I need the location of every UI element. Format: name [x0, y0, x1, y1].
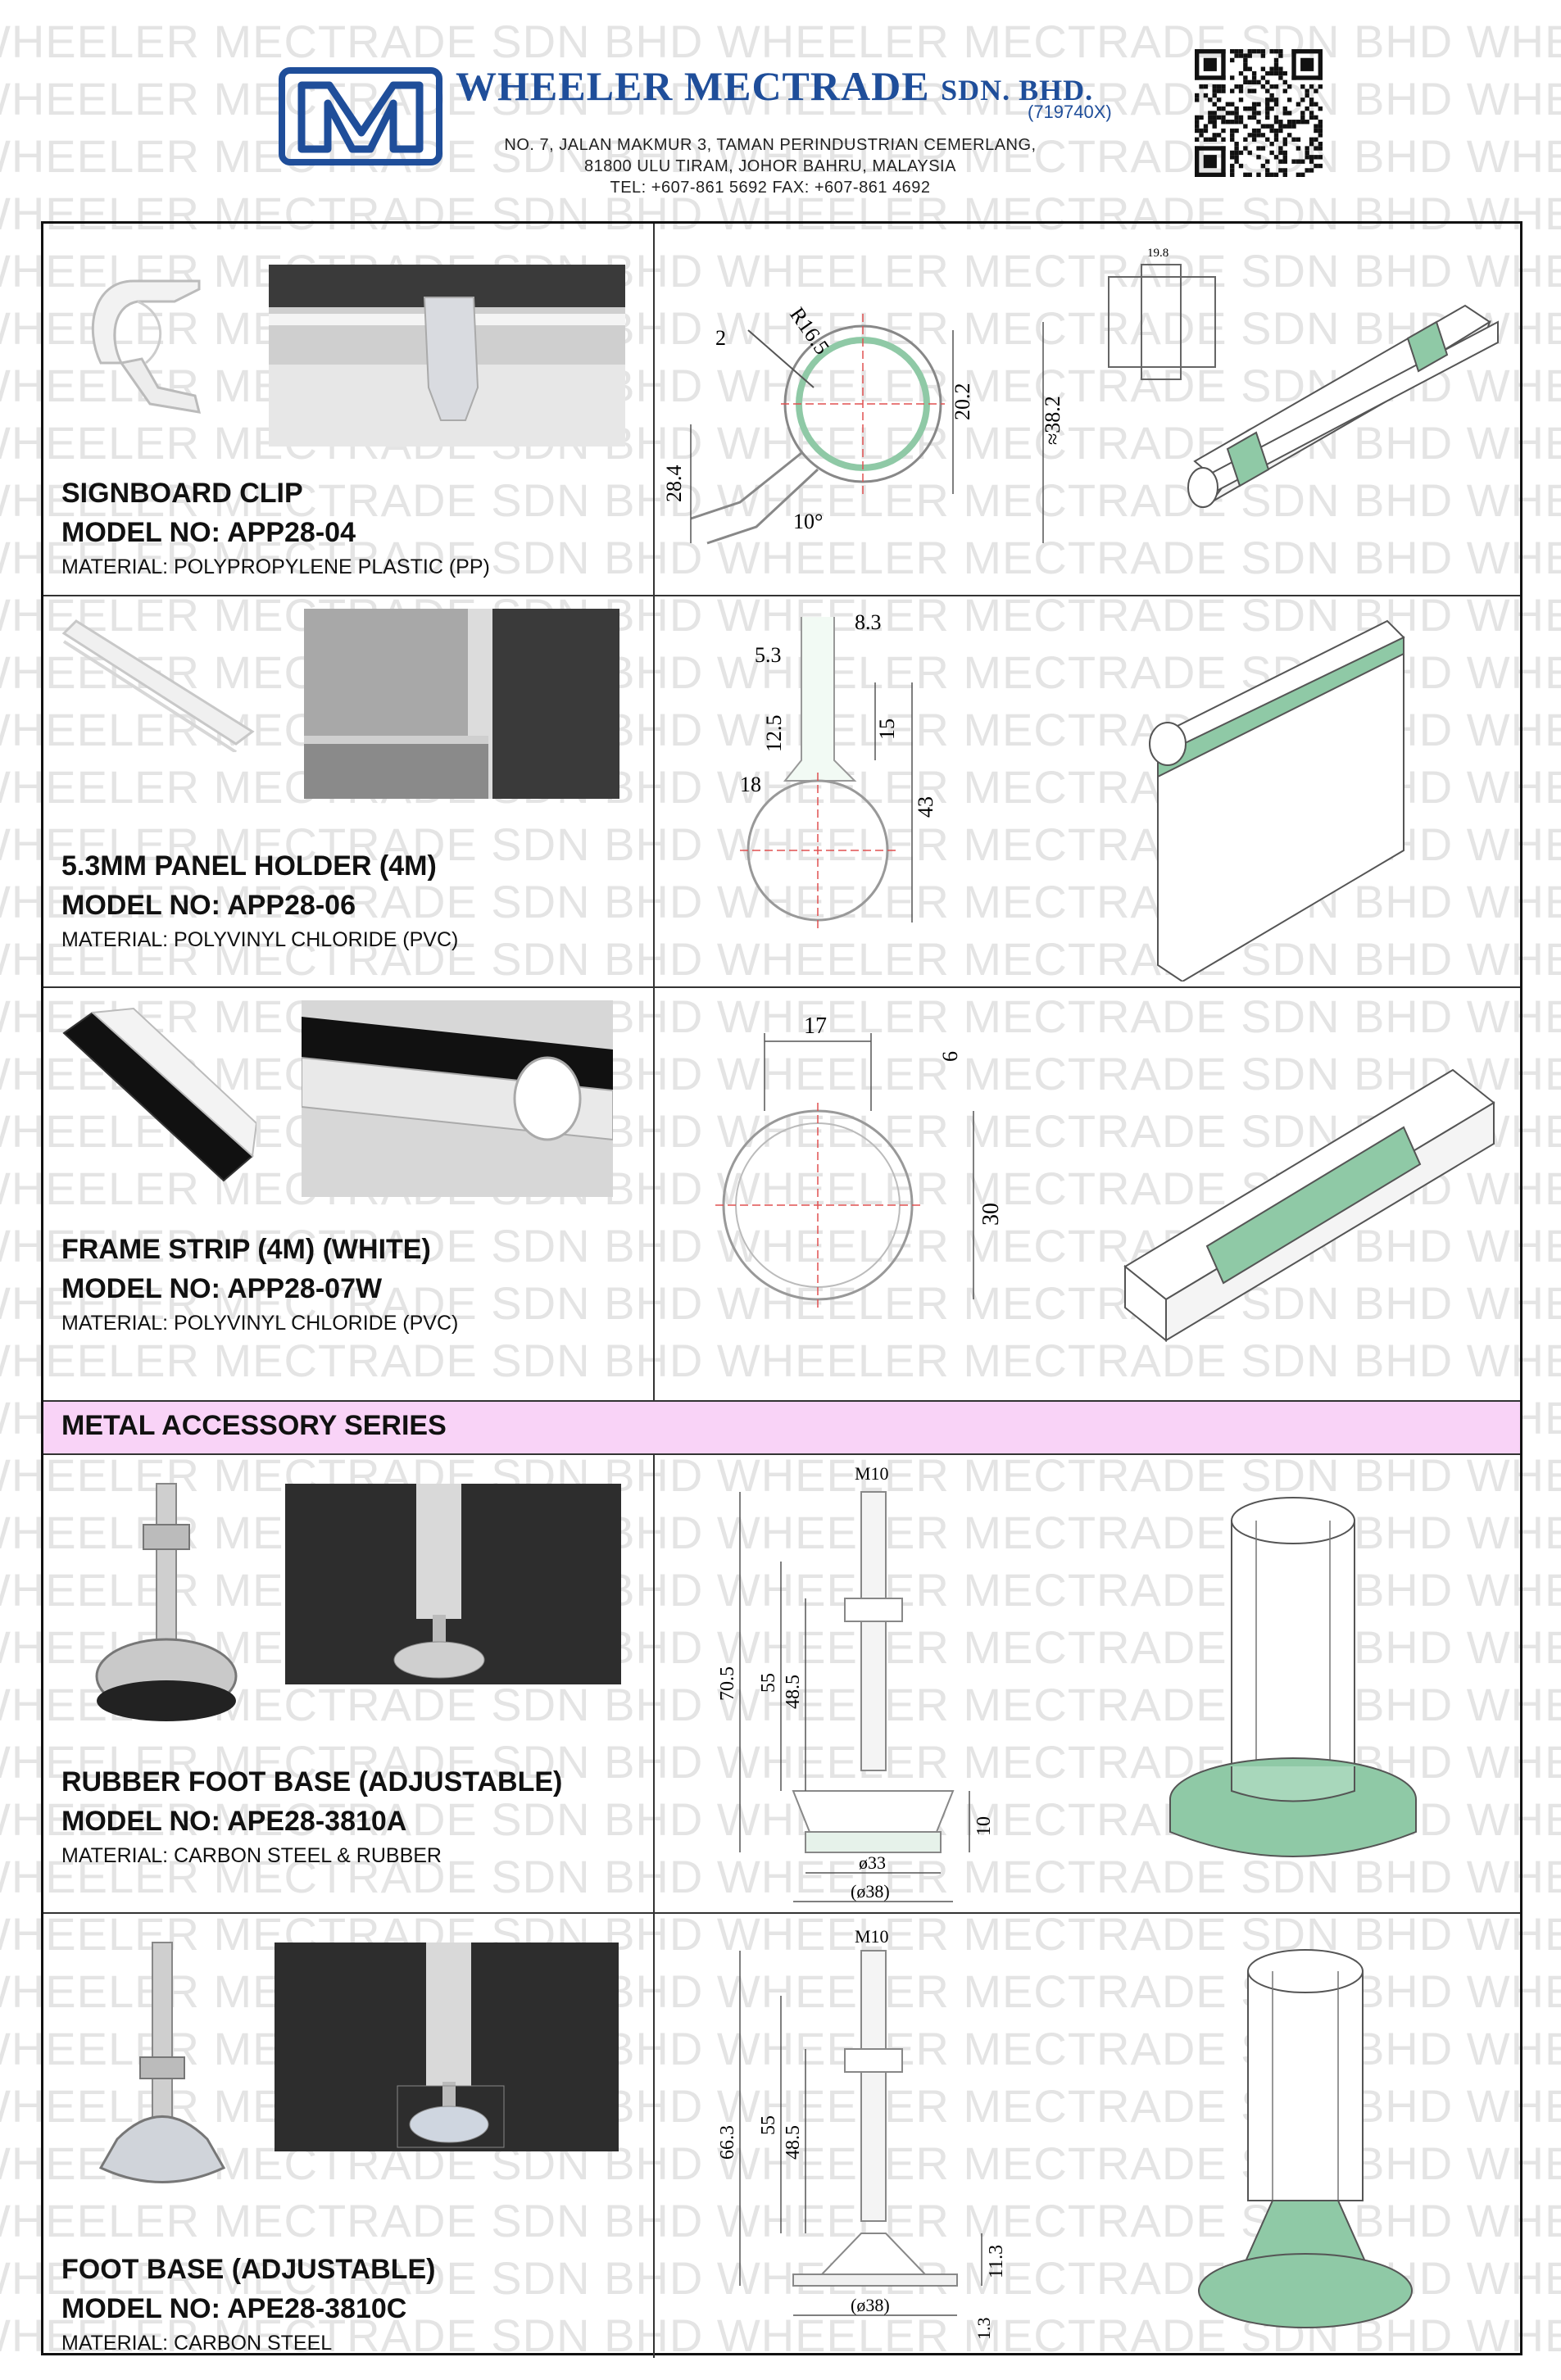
material: MATERIAL: POLYPROPYLENE PLASTIC (PP): [61, 555, 490, 578]
letterhead: WHEELER MECTRADE SDN. BHD. (719740X) NO.…: [0, 0, 1561, 221]
dim-width: 17: [804, 1013, 827, 1039]
dim-height: 28.4: [662, 465, 686, 503]
model-number: MODEL NO: APP28-06: [61, 890, 356, 921]
section-banner: METAL ACCESSORY SERIES: [43, 1402, 1520, 1455]
rubber-foot-base-photo: [95, 1483, 238, 1721]
dim-top-width: 8.3: [855, 610, 882, 634]
column-divider: [653, 1455, 655, 1912]
dim-total-height: 70.5: [717, 1666, 738, 1701]
signboard-clip-install-photo: [269, 265, 625, 447]
signboard-clip-info: SIGNBOARD CLIP MODEL NO: APP28-04 MATERI…: [61, 474, 490, 582]
rubber-foot-base-isometric-drawing: [1169, 1497, 1417, 1857]
dim-thread: M10: [855, 1926, 889, 1947]
panel-holder-photo: [61, 619, 255, 752]
product-sheet: SIGNBOARD CLIP MODEL NO: APP28-04 MATERI…: [41, 221, 1522, 2358]
material: MATERIAL: CARBON STEEL: [61, 2332, 333, 2355]
company-registration: (719740X): [1028, 102, 1112, 122]
panel-holder-info: 5.3MM PANEL HOLDER (4M) MODEL NO: APP28-…: [61, 846, 458, 954]
product-name: FOOT BASE (ADJUSTABLE): [61, 2254, 436, 2285]
frame-strip-isometric-drawing: [1123, 1068, 1495, 1343]
rubber-foot-base-install-photo: [285, 1484, 621, 1684]
column-divider: [653, 1914, 655, 2358]
dim-thread: M10: [855, 1463, 889, 1484]
foot-base-info: FOOT BASE (ADJUSTABLE) MODEL NO: APE28-3…: [61, 2250, 435, 2358]
address-line-1: NO. 7, JALAN MAKMUR 3, TAMAN PERINDUSTRI…: [504, 136, 1037, 154]
dim-base-height: 11.3: [986, 2245, 1007, 2278]
section-title: METAL ACCESSORY SERIES: [61, 1410, 447, 1441]
foot-base-dimension-drawing: M10 66.3 55 48.5 11.3 (ø38) 1.3: [717, 1926, 1007, 2341]
product-row-foot-base: FOOT BASE (ADJUSTABLE) MODEL NO: APE28-3…: [43, 1914, 1520, 2358]
dim-adjust-length: 48.5: [783, 2125, 804, 2160]
product-row-rubber-foot-base: RUBBER FOOT BASE (ADJUSTABLE) MODEL NO: …: [43, 1455, 1520, 1914]
product-row-signboard-clip: SIGNBOARD CLIP MODEL NO: APP28-04 MATERI…: [43, 224, 1520, 596]
rubber-foot-base-dimension-drawing: M10 70.5 55 48.5 10 ø33 (ø38): [717, 1463, 995, 1902]
dim-outer-diameter: (ø38): [851, 1881, 890, 1902]
dim-total-height: 66.3: [717, 2125, 738, 2160]
dim-base-height: 10: [973, 1816, 995, 1836]
product-name: FRAME STRIP (4M) (WHITE): [61, 1234, 431, 1265]
qr-code-icon: [1195, 49, 1323, 177]
foot-base-photo: [98, 1942, 226, 2183]
panel-holder-cross-section-drawing: 8.3 5.3 12.5 15 18 43: [740, 610, 937, 932]
dim-slot-width: 5.3: [755, 643, 782, 667]
signboard-clip-isometric-drawing: 19.8: [1108, 247, 1499, 508]
dim-slot-depth: 12.5: [762, 715, 786, 753]
product-row-frame-strip: FRAME STRIP (4M) (WHITE) MODEL NO: APP28…: [43, 988, 1520, 1402]
dim-angle: 10°: [793, 510, 823, 533]
dim-lip-height: 15: [875, 719, 899, 740]
model-number: MODEL NO: APE28-3810C: [61, 2293, 407, 2324]
model-number: MODEL NO: APP28-04: [61, 517, 356, 548]
product-name: RUBBER FOOT BASE (ADJUSTABLE): [61, 1766, 563, 1797]
panel-holder-isometric-drawing: [1149, 619, 1405, 981]
contact-line: TEL: +607-861 5692 FAX: +607-861 4692: [610, 179, 931, 197]
company-name: WHEELER MECTRADE SDN. BHD.: [456, 62, 1093, 110]
panel-holder-install-photo: [304, 609, 619, 799]
foot-base-install-photo: [275, 1943, 619, 2151]
dim-base: 18: [740, 773, 761, 796]
dim-inner-diameter: ø33: [859, 1852, 886, 1873]
material: MATERIAL: CARBON STEEL & RUBBER: [61, 1844, 442, 1867]
product-name: 5.3MM PANEL HOLDER (4M): [61, 850, 437, 882]
dim-adjust-length: 48.5: [783, 1675, 804, 1709]
frame-strip-photo: [62, 1007, 256, 1182]
dim-thread-length: 55: [758, 2115, 779, 2135]
frame-strip-info: FRAME STRIP (4M) (WHITE) MODEL NO: APP28…: [61, 1230, 458, 1338]
product-name: SIGNBOARD CLIP: [61, 478, 303, 509]
column-divider: [653, 596, 655, 986]
dim-thread-length: 55: [758, 1673, 779, 1693]
dim-clip-width: 19.8: [1147, 247, 1168, 260]
frame-strip-install-photo: [302, 1000, 613, 1197]
dim-height: 30: [978, 1203, 1004, 1226]
rubber-foot-base-info: RUBBER FOOT BASE (ADJUSTABLE) MODEL NO: …: [61, 1762, 562, 1870]
dim-total-height: 43: [914, 796, 937, 818]
dim-inner-diameter: 20.2: [951, 383, 974, 421]
signboard-clip-photo: [91, 279, 202, 414]
model-number: MODEL NO: APE28-3810A: [61, 1806, 407, 1837]
dim-plate-thickness: 1.3: [973, 2318, 994, 2341]
dim-base-diameter: (ø38): [851, 2295, 890, 2315]
material: MATERIAL: POLYVINYL CHLORIDE (PVC): [61, 1312, 459, 1335]
foot-base-isometric-drawing: [1198, 1949, 1413, 2328]
signboard-clip-cross-section-drawing: R16.5 2 20.2 ≈38.2 28.4 10°: [662, 303, 1064, 545]
model-number: MODEL NO: APP28-07W: [61, 1273, 383, 1304]
frame-strip-cross-section-drawing: 17 6 30: [715, 1013, 1004, 1308]
address-line-2: 81800 ULU TIRAM, JOHOR BAHRU, MALAYSIA: [584, 157, 956, 175]
product-row-panel-holder: 5.3MM PANEL HOLDER (4M) MODEL NO: APP28-…: [43, 596, 1520, 988]
company-logo-icon: [279, 67, 442, 165]
dim-thickness: 2: [715, 326, 726, 350]
dim-lip: 6: [938, 1051, 962, 1062]
company-name-text: WHEELER MECTRADE: [456, 63, 930, 109]
material: MATERIAL: POLYVINYL CHLORIDE (PVC): [61, 928, 459, 951]
dim-outer-diameter: ≈38.2: [1041, 396, 1064, 445]
column-divider: [653, 224, 655, 595]
company-suffix: SDN. BHD.: [941, 74, 1094, 107]
column-divider: [653, 988, 655, 1400]
